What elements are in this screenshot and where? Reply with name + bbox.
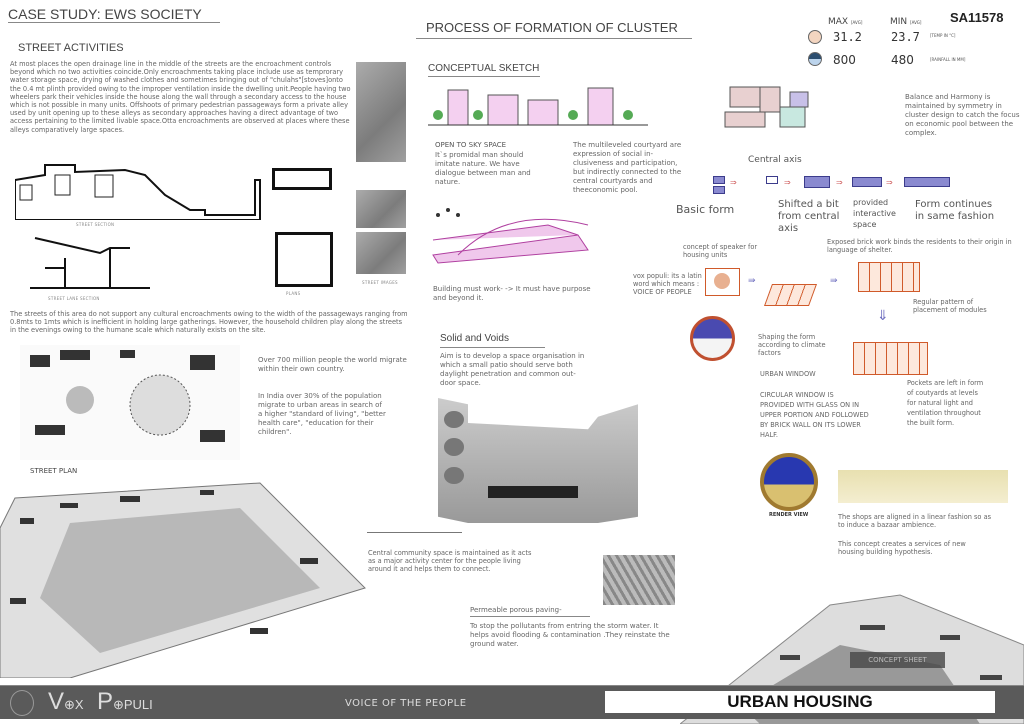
- streets-text: The streets of this area do not support …: [10, 310, 408, 335]
- concept-text: This concept creates a services of new h…: [838, 540, 966, 557]
- site-plan-perspective: [0, 482, 366, 678]
- max-label: MAX [AVG]: [828, 17, 863, 27]
- urban-housing-title: URBAN HOUSING: [605, 691, 995, 713]
- street-section-label: STREET SECTION: [76, 222, 115, 227]
- paving-text: To stop the pollutants from entring the …: [470, 622, 670, 648]
- main-title: PROCESS OF FORMATION OF CLUSTER: [416, 20, 692, 39]
- plan-drawing-1: [272, 168, 332, 190]
- street-photo-3: [356, 232, 406, 274]
- sheet-id: SA11578: [950, 10, 1004, 25]
- conceptual-sketch-heading: CONCEPTUAL SKETCH: [428, 63, 540, 77]
- plan-drawing-2: [275, 232, 333, 287]
- vox-populi-logo: V⊕X P⊕PULI: [48, 688, 153, 715]
- interactive-module: [804, 176, 830, 188]
- down-arrow-icon: ⇓: [877, 308, 889, 324]
- continues-label: Form continues in same fashion: [915, 199, 995, 222]
- arrow-icon: ⇒: [886, 178, 893, 187]
- temp-max: 31.2: [833, 30, 862, 44]
- rain-max: 800: [833, 53, 856, 67]
- multilevel-text: The multileveled courtyard are expressio…: [573, 141, 682, 194]
- logo-icon: [10, 690, 34, 716]
- footer-bar: V⊕X P⊕PULI VOICE OF THE PEOPLE URBAN HOU…: [0, 685, 1024, 719]
- basic-form-label: Basic form: [676, 203, 735, 216]
- street-photo-1: [356, 62, 406, 162]
- paving-title: Permeable porous paving-: [470, 606, 590, 618]
- solid-voids-render: [438, 398, 638, 523]
- temp-unit: [TEMP IN °C]: [930, 33, 956, 38]
- street-plan-label: STREET PLAN: [30, 467, 78, 475]
- open-sky-title: OPEN TO SKY SPACE: [435, 141, 507, 149]
- circular-window-text: CIRCULAR WINDOW IS PROVIDED WITH GLASS O…: [760, 391, 869, 439]
- concept-sheet-label: CONCEPT SHEET: [850, 652, 945, 668]
- vox-populi-text: vox populi: its a latin word which means…: [633, 272, 702, 297]
- temp-min: 23.7: [891, 30, 920, 44]
- community-text: Central community space is maintained as…: [368, 549, 532, 574]
- callout-line: [367, 532, 462, 533]
- central-axis-label: Central axis: [748, 155, 802, 165]
- basic-form-module: [713, 176, 725, 184]
- arrow-icon: ⇒: [836, 178, 843, 187]
- shops-text: The shops are aligned in a linear fashio…: [838, 513, 992, 530]
- migration-text-1: Over 700 million people the world migrat…: [258, 356, 407, 373]
- arrow-icon: ⇛: [830, 276, 838, 286]
- rain-min: 480: [891, 53, 914, 67]
- street-photo-2: [356, 190, 406, 228]
- pockets-text: Pockets are left in form of coutyards at…: [907, 379, 984, 427]
- case-study-title: CASE STUDY: EWS SOCIETY: [8, 6, 220, 23]
- balance-text: Balance and Harmony is maintained by sym…: [905, 93, 1020, 137]
- urban-window-title: URBAN WINDOW: [760, 370, 816, 378]
- speaker-text: concept of speaker for housing units: [683, 243, 758, 260]
- symmetry-sketch: [724, 86, 809, 128]
- pockets-pattern: [853, 342, 928, 375]
- render-view-label: RENDER VIEW: [769, 512, 809, 518]
- shifted-module: [766, 176, 778, 184]
- rainfall-icon: [808, 52, 822, 66]
- thermometer-icon: [808, 30, 822, 44]
- shops-render: [838, 470, 1008, 503]
- street-lane-section-label: STREET LANE SECTION: [48, 296, 100, 301]
- conceptual-sketch-drawing: [428, 87, 648, 126]
- paving-photo: [603, 555, 675, 605]
- street-images-label: STREET IMAGES: [362, 280, 398, 285]
- solid-voids-heading: Solid and Voids: [440, 333, 545, 348]
- arrow-icon: ⇛: [748, 276, 756, 286]
- interactive-label: provided interactive space: [853, 198, 896, 229]
- street-lane-section-drawing: [30, 237, 150, 289]
- continued-module: [904, 177, 950, 187]
- regular-pattern-text: Regular pattern of placement of modules: [913, 298, 987, 315]
- street-plan-drawing: [20, 345, 240, 460]
- exposed-brick-text: Exposed brick work binds the residents t…: [827, 238, 1012, 255]
- continued-module: [852, 177, 882, 187]
- building-sketch: [432, 208, 589, 264]
- speaker-module: [705, 268, 740, 296]
- building-work-text: Building must work- -> It must have purp…: [433, 285, 591, 302]
- rain-unit: [RAINFALL IN MM]: [930, 57, 966, 62]
- open-sky-text: It`s promidal man should imitate nature.…: [435, 151, 531, 186]
- arrow-icon: ⇒: [730, 178, 737, 187]
- climate-module: [763, 284, 818, 306]
- solid-voids-text: Aim is to develop a space organisation i…: [440, 352, 585, 387]
- plans-label: PLANS: [286, 291, 301, 296]
- shifted-label: Shifted a bit from central axis: [778, 199, 840, 234]
- module-pattern: [858, 262, 920, 292]
- render-view-image: [760, 453, 818, 511]
- shaping-text: Shaping the form according to climate fa…: [758, 333, 826, 358]
- basic-form-module: [713, 186, 725, 194]
- street-activities-heading: STREET ACTIVITIES: [18, 42, 124, 54]
- tagline: VOICE OF THE PEOPLE: [345, 698, 467, 709]
- urban-window-sketch: [690, 316, 735, 361]
- migration-text-2: In India over 30% of the population migr…: [258, 392, 386, 436]
- min-label: MIN [AVG]: [890, 17, 922, 27]
- street-section-drawing: [15, 164, 261, 220]
- arrow-icon: ⇒: [784, 178, 791, 187]
- street-activities-text: At most places the open drainage line in…: [10, 60, 351, 134]
